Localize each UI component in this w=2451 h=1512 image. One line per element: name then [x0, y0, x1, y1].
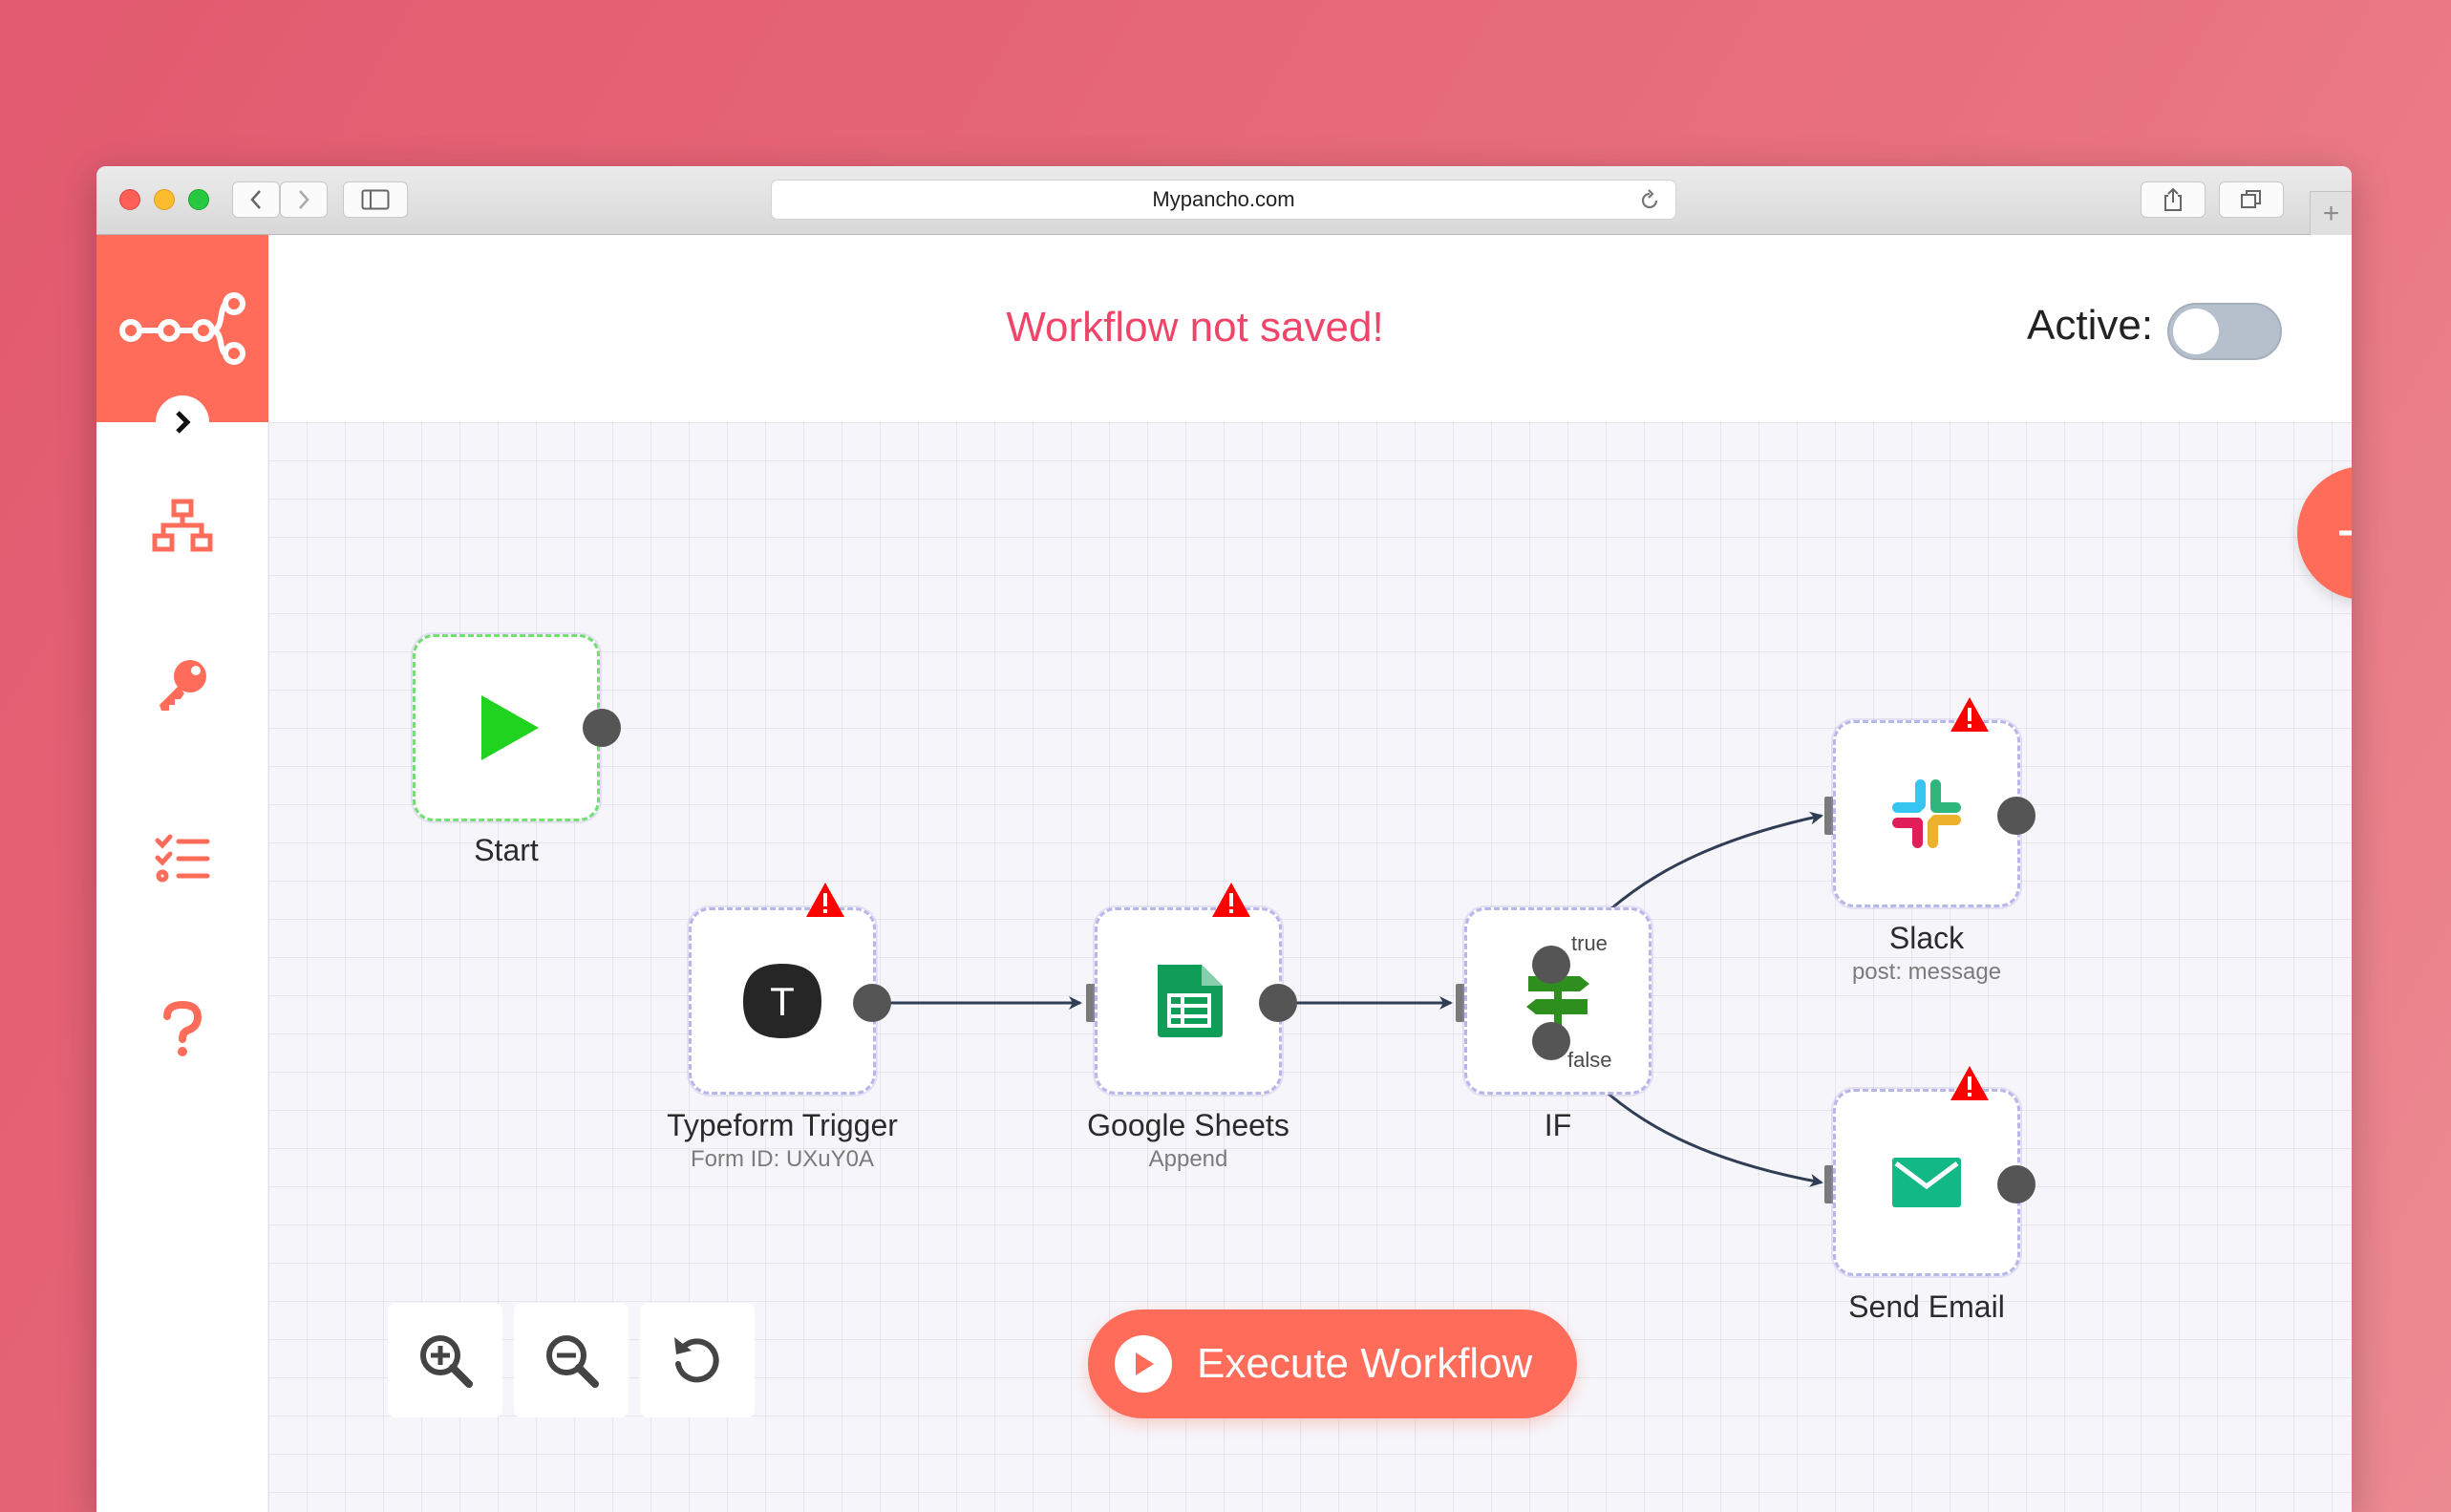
sidebar-item-help[interactable] [144, 991, 221, 1068]
active-toggle[interactable] [2167, 303, 2282, 360]
branch-label-true: true [1571, 931, 1608, 955]
expand-sidebar-button[interactable] [156, 395, 209, 449]
share-icon [2164, 187, 2182, 211]
branch-label-false: false [1567, 1048, 1612, 1072]
warning-icon [1950, 1066, 1989, 1100]
node-slack[interactable] [1833, 720, 2020, 907]
execute-workflow-button[interactable]: Execute Workflow [1088, 1310, 1577, 1418]
undo-icon [674, 1337, 719, 1383]
typeform-output-handle[interactable] [853, 984, 891, 1022]
node-label-slack: Slack [1888, 921, 1965, 955]
zoom-out-button[interactable] [514, 1303, 629, 1417]
email-output-handle[interactable] [1997, 1165, 2035, 1203]
chevron-right-icon [176, 411, 191, 434]
chevron-right-icon [299, 190, 309, 209]
tabs-icon [2241, 190, 2261, 208]
sidebar-icon [361, 189, 390, 210]
n8n-logo[interactable] [96, 235, 268, 422]
typeform-letter: T [770, 979, 795, 1024]
play-circle-icon [1115, 1335, 1172, 1393]
close-window-button[interactable] [119, 189, 140, 210]
node-label-start: Start [474, 833, 539, 867]
google-sheets-icon [1158, 965, 1223, 1037]
minimize-window-button[interactable] [154, 189, 175, 210]
if-false-output-handle[interactable] [1532, 1022, 1570, 1060]
url-text: Mypancho.com [1152, 187, 1295, 211]
plus-icon: + [2322, 197, 2340, 229]
chevron-left-icon [250, 190, 261, 209]
browser-window: Mypancho.com + [96, 166, 2352, 1512]
node-sub-slack: post: message [1851, 959, 2002, 985]
new-tab-button[interactable]: + [2310, 191, 2352, 235]
url-bar[interactable]: Mypancho.com [771, 180, 1676, 220]
tasks-icon [155, 834, 210, 883]
sidebar-item-executions[interactable] [144, 820, 221, 896]
typeform-icon: T [743, 964, 821, 1038]
envelope-icon [1892, 1158, 1961, 1207]
node-send-email[interactable] [1833, 1089, 2020, 1276]
warning-icon [1212, 883, 1250, 917]
workflow-status-text: Workflow not saved! [1006, 304, 1384, 351]
warning-icon [806, 883, 844, 917]
zoom-in-icon [420, 1335, 473, 1388]
zoom-in-button[interactable] [388, 1303, 502, 1417]
node-sub-sheets: Append [1148, 1146, 1228, 1172]
if-true-output-handle[interactable] [1532, 946, 1570, 984]
node-typeform-trigger[interactable]: T [689, 907, 876, 1095]
node-google-sheets[interactable] [1095, 907, 1282, 1095]
sidebar-toggle-button[interactable] [343, 181, 408, 218]
slack-output-handle[interactable] [1997, 797, 2035, 835]
warning-icon [1950, 697, 1989, 732]
active-label: Active: [2027, 302, 2154, 349]
zoom-out-icon [546, 1335, 599, 1388]
back-button[interactable] [232, 181, 280, 218]
question-icon [163, 1001, 202, 1056]
tabs-overview-button[interactable] [2219, 181, 2284, 218]
workflow-header: Workflow not saved! Active: [268, 235, 2352, 422]
node-label-email: Send Email [1848, 1289, 2005, 1324]
reset-zoom-button[interactable] [640, 1303, 755, 1417]
app-sidebar [96, 235, 268, 1512]
reload-icon[interactable] [1637, 188, 1662, 213]
forward-button[interactable] [280, 181, 328, 218]
network-icon [152, 499, 213, 552]
maximize-window-button[interactable] [188, 189, 209, 210]
node-label-if: IF [1544, 1108, 1572, 1142]
node-start[interactable] [413, 634, 600, 821]
node-label-typeform: Typeform Trigger [667, 1108, 898, 1142]
sidebar-item-credentials[interactable] [144, 646, 221, 722]
node-sub-typeform: Form ID: UXuY0A [690, 1146, 875, 1172]
play-icon [481, 695, 539, 760]
share-button[interactable] [2141, 181, 2206, 218]
plus-icon [2339, 530, 2352, 536]
slack-icon [1892, 779, 1961, 848]
sidebar-item-workflows[interactable] [144, 487, 221, 564]
execute-workflow-label: Execute Workflow [1197, 1340, 1533, 1387]
browser-titlebar: Mypancho.com + [96, 166, 2352, 235]
key-icon [160, 660, 206, 711]
workflow-canvas[interactable]: Start T Typeform Trigger Form ID: UXuY0A [268, 422, 2352, 1512]
sheets-output-handle[interactable] [1259, 984, 1297, 1022]
workflow-logo-icon [119, 292, 245, 365]
start-output-handle[interactable] [583, 709, 621, 747]
node-label-sheets: Google Sheets [1087, 1108, 1289, 1142]
toggle-knob [2173, 309, 2219, 354]
node-if[interactable] [1464, 907, 1652, 1095]
